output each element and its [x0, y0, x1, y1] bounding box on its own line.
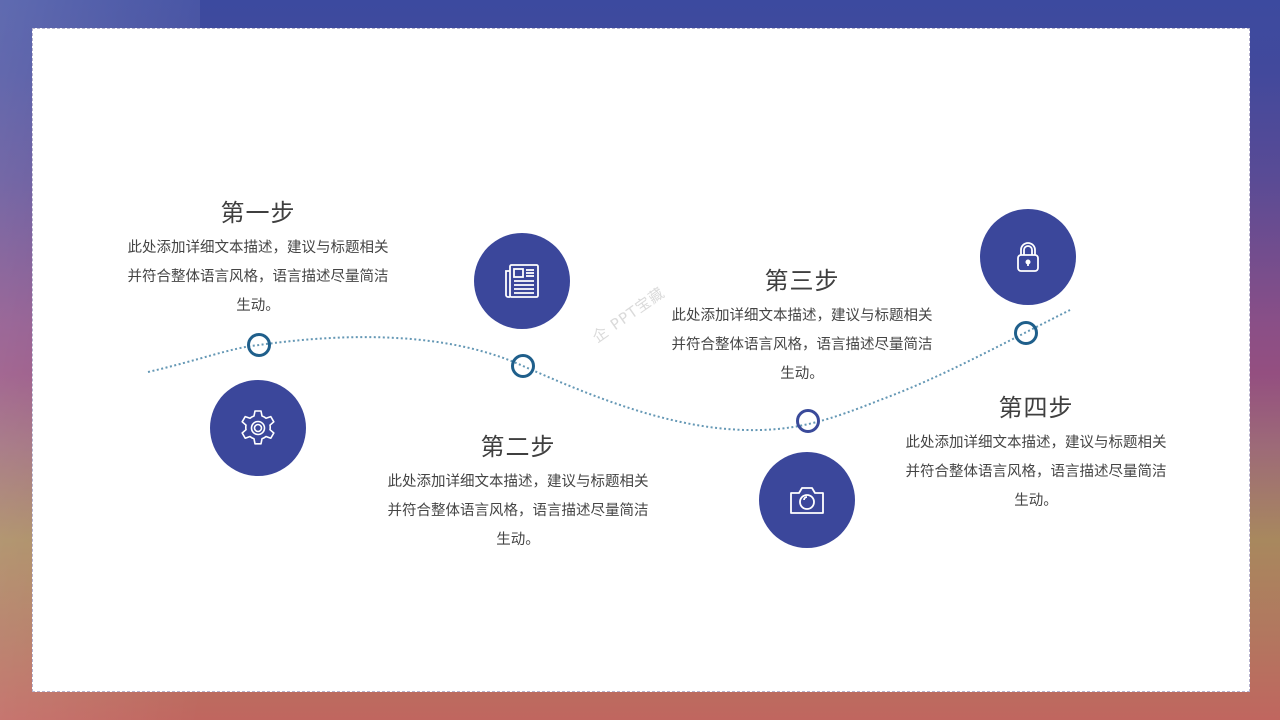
step-3-title: 第三步 — [764, 267, 840, 295]
step-2: 第二步 此处添加详细文本描述，建议与标题相关 并符合整体语言风格，语言描述尽量简… — [368, 432, 668, 555]
step-4-desc-line-2: 并符合整体语言风格，语言描述尽量简洁 — [905, 464, 1167, 480]
timeline-marker-1 — [247, 333, 271, 357]
step-2-description: 此处添加详细文本描述，建议与标题相关 并符合整体语言风格，语言描述尽量简洁 生动… — [368, 468, 668, 555]
step-1: 第一步 此处添加详细文本描述，建议与标题相关 并符合整体语言风格，语言描述尽量简… — [108, 198, 408, 321]
step-3: 第三步 此处添加详细文本描述，建议与标题相关 并符合整体语言风格，语言描述尽量简… — [652, 266, 952, 389]
step-2-desc-line-2: 并符合整体语言风格，语言描述尽量简洁 — [387, 503, 649, 519]
step-2-desc-line-3: 生动。 — [496, 532, 540, 548]
gear-icon — [241, 410, 275, 445]
step-3-icon-circle — [759, 452, 855, 548]
step-4-title: 第四步 — [998, 394, 1074, 422]
camera-icon — [790, 487, 824, 514]
step-1-description: 此处添加详细文本描述，建议与标题相关 并符合整体语言风格，语言描述尽量简洁 生动… — [108, 234, 408, 321]
lock-icon — [1017, 242, 1039, 272]
step-1-desc-line-2: 并符合整体语言风格，语言描述尽量简洁 — [127, 269, 389, 285]
step-4-description: 此处添加详细文本描述，建议与标题相关 并符合整体语言风格，语言描述尽量简洁 生动… — [886, 429, 1186, 516]
step-4: 第四步 此处添加详细文本描述，建议与标题相关 并符合整体语言风格，语言描述尽量简… — [886, 393, 1186, 516]
step-4-desc-line-1: 此处添加详细文本描述，建议与标题相关 — [905, 435, 1167, 451]
step-1-title: 第一步 — [220, 199, 296, 227]
step-3-desc-line-1: 此处添加详细文本描述，建议与标题相关 — [671, 308, 933, 324]
step-3-description: 此处添加详细文本描述，建议与标题相关 并符合整体语言风格，语言描述尽量简洁 生动… — [652, 302, 952, 389]
step-2-icon-circle — [474, 233, 570, 329]
timeline-marker-2 — [511, 354, 535, 378]
step-4-desc-line-3: 生动。 — [1014, 493, 1058, 509]
step-3-desc-line-3: 生动。 — [780, 366, 824, 382]
timeline-marker-4 — [1014, 321, 1038, 345]
step-1-icon-circle — [210, 380, 306, 476]
timeline-marker-3 — [796, 409, 820, 433]
step-1-desc-line-3: 生动。 — [236, 298, 280, 314]
step-2-title: 第二步 — [480, 433, 556, 461]
step-1-desc-line-1: 此处添加详细文本描述，建议与标题相关 — [127, 240, 389, 256]
newspaper-icon — [505, 264, 539, 298]
content-panel — [32, 28, 1250, 692]
step-4-icon-circle — [980, 209, 1076, 305]
step-2-desc-line-1: 此处添加详细文本描述，建议与标题相关 — [387, 474, 649, 490]
step-3-desc-line-2: 并符合整体语言风格，语言描述尽量简洁 — [671, 337, 933, 353]
